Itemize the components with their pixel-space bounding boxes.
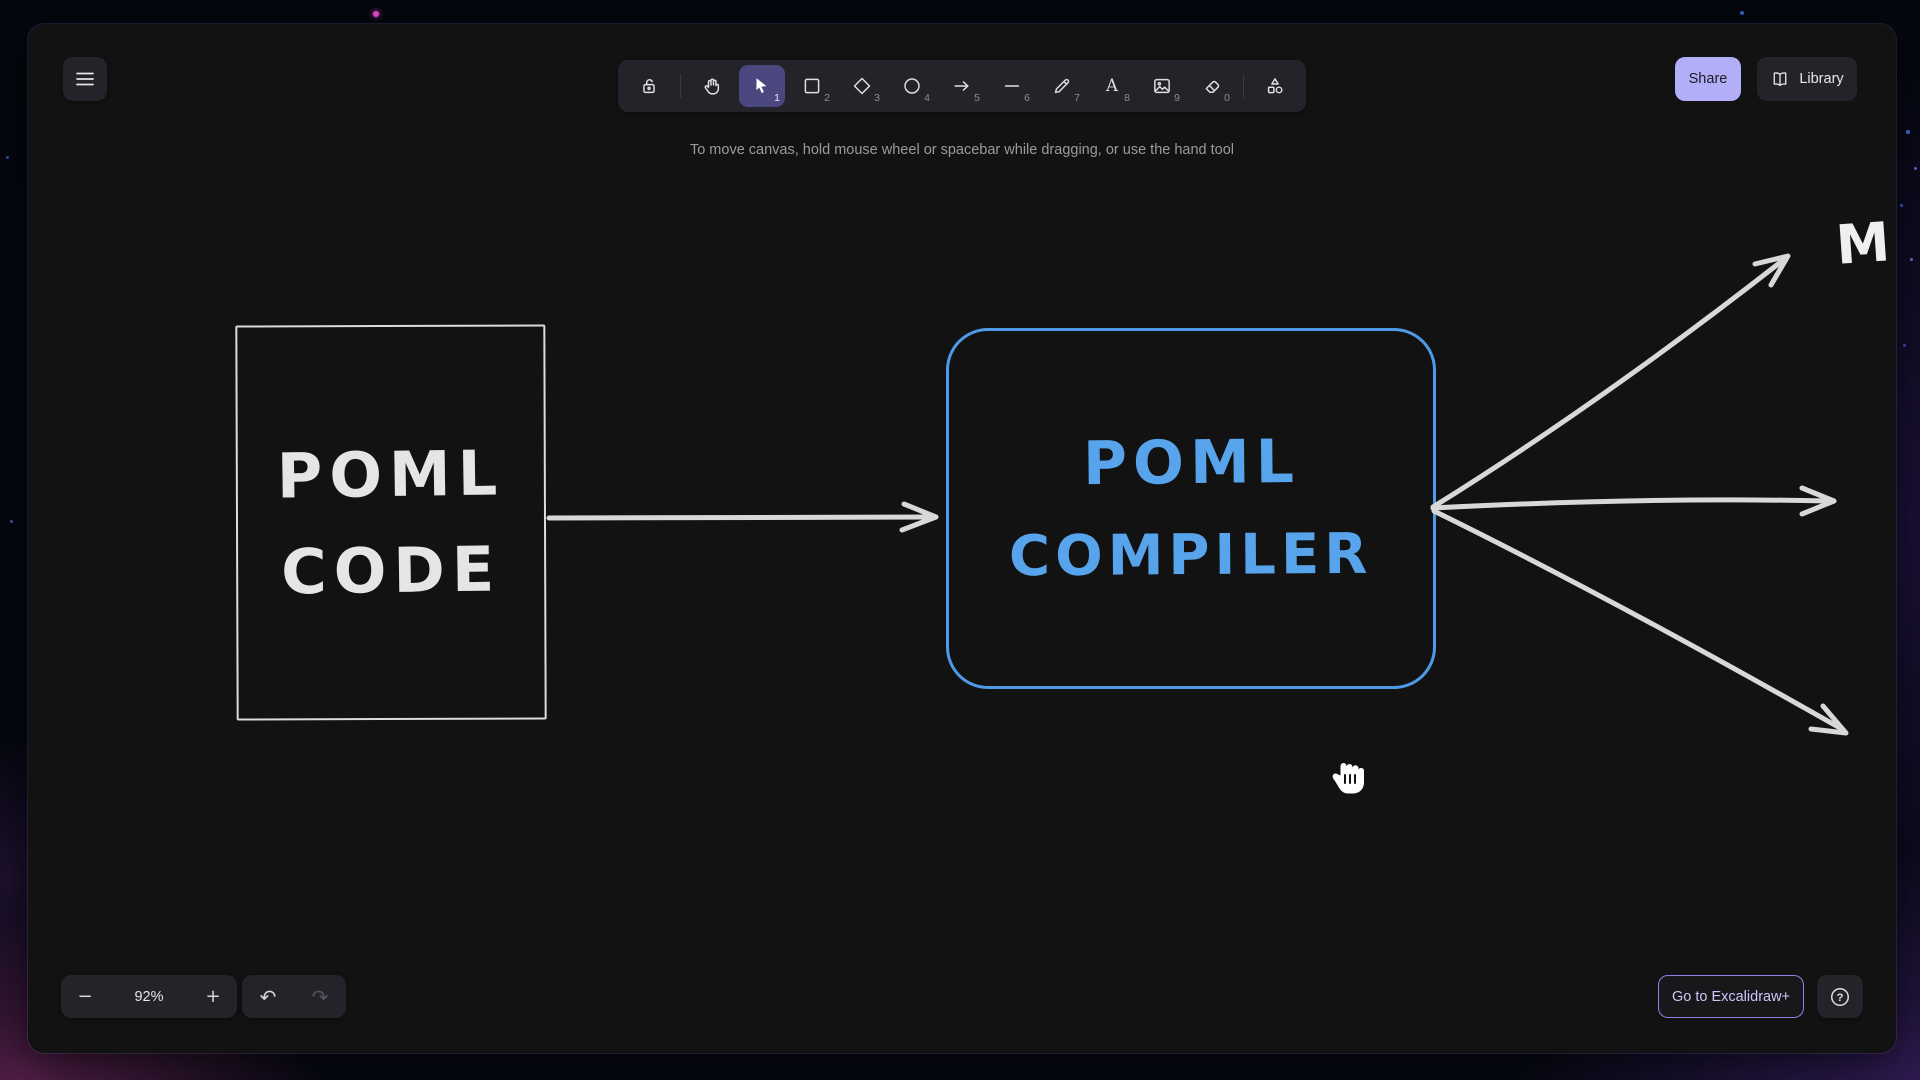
shapes-icon xyxy=(1267,78,1283,94)
tool-arrow[interactable]: 5 xyxy=(939,65,985,107)
tool-shortcut: 4 xyxy=(924,92,930,104)
tool-more-shapes[interactable] xyxy=(1252,65,1298,107)
redo-button[interactable]: ↷ xyxy=(300,979,340,1015)
toolbar-divider xyxy=(1243,74,1244,98)
canvas-hint: To move canvas, hold mouse wheel or spac… xyxy=(689,142,1235,158)
circle-icon xyxy=(904,78,920,94)
star-dot xyxy=(373,11,379,17)
main-menu-button[interactable] xyxy=(63,57,107,101)
svg-text:?: ? xyxy=(1837,991,1844,1003)
poml-code-text-line2: CODE xyxy=(280,531,502,609)
toolbar-divider xyxy=(680,74,681,98)
tool-rectangle[interactable]: 2 xyxy=(789,65,835,107)
poml-compiler-text-line2: COMPILER xyxy=(1009,521,1373,589)
poml-compiler-text-line1: POML xyxy=(1082,426,1300,499)
book-icon xyxy=(1773,72,1787,86)
star-dot xyxy=(1903,344,1906,347)
question-icon: ? xyxy=(1831,987,1849,1006)
arrow-icon xyxy=(954,81,969,91)
cursor-icon xyxy=(756,78,767,93)
pencil-icon xyxy=(1054,78,1070,94)
tool-shortcut: 7 xyxy=(1074,92,1080,104)
tool-shortcut: 8 xyxy=(1124,92,1130,104)
zoom-out-button[interactable]: − xyxy=(67,979,103,1015)
square-icon xyxy=(804,78,820,94)
output-label-m[interactable]: M xyxy=(1833,210,1892,277)
tool-lock[interactable] xyxy=(626,65,672,107)
eraser-icon xyxy=(1205,80,1220,93)
poml-compiler-box[interactable]: POML COMPILER xyxy=(946,328,1436,689)
zoom-level[interactable]: 92% xyxy=(134,988,164,1005)
tool-shortcut: 0 xyxy=(1224,92,1230,104)
hamburger-icon xyxy=(76,72,94,86)
tool-text[interactable]: A 8 xyxy=(1089,65,1135,107)
library-button[interactable]: Library xyxy=(1757,57,1857,101)
star-dot xyxy=(1906,130,1910,134)
star-dot xyxy=(6,156,9,159)
tool-line[interactable]: 6 xyxy=(989,65,1035,107)
line-icon xyxy=(1004,85,1020,87)
star-dot xyxy=(1910,258,1913,261)
star-dot xyxy=(1914,167,1917,170)
tool-hand[interactable] xyxy=(689,65,735,107)
text-icon: A xyxy=(1105,76,1119,95)
arrow-code-to-compiler xyxy=(546,501,939,533)
tool-shortcut: 1 xyxy=(774,92,780,104)
tool-selection[interactable]: 1 xyxy=(739,65,785,107)
star-dot xyxy=(1740,11,1744,15)
go-to-excalidraw-plus-button[interactable]: Go to Excalidraw+ xyxy=(1658,975,1804,1018)
excalidraw-window: 1 2 3 4 xyxy=(28,24,1896,1053)
tool-ellipse[interactable]: 4 xyxy=(889,65,935,107)
tool-shortcut: 9 xyxy=(1174,92,1180,104)
library-label: Library xyxy=(1799,71,1844,87)
star-dot xyxy=(1900,204,1903,207)
history-controls: ↶ ↷ xyxy=(242,975,346,1018)
arrow-fan-middle xyxy=(1430,485,1837,517)
tool-image[interactable]: 9 xyxy=(1139,65,1185,107)
toolbar: 1 2 3 4 xyxy=(618,60,1306,112)
arrow-fan-up xyxy=(1430,253,1791,510)
help-button[interactable]: ? xyxy=(1817,975,1863,1018)
diamond-icon xyxy=(853,77,871,95)
undo-button[interactable]: ↶ xyxy=(248,979,288,1015)
share-button[interactable]: Share xyxy=(1675,57,1741,101)
tool-shortcut: 2 xyxy=(824,92,830,104)
unlock-icon xyxy=(643,79,655,94)
tool-shortcut: 5 xyxy=(974,92,980,104)
tool-shortcut: 3 xyxy=(874,92,880,104)
tool-eraser[interactable]: 0 xyxy=(1189,65,1235,107)
svg-text:A: A xyxy=(1105,76,1119,95)
tool-shortcut: 6 xyxy=(1024,92,1030,104)
image-icon xyxy=(1154,78,1170,94)
zoom-controls: − 92% + xyxy=(61,975,237,1018)
star-dot xyxy=(10,520,13,523)
poml-code-box[interactable]: POML CODE xyxy=(235,324,547,721)
tool-diamond[interactable]: 3 xyxy=(839,65,885,107)
grab-hand-cursor xyxy=(1332,763,1364,794)
poml-code-text-line1: POML xyxy=(276,435,505,513)
hand-icon xyxy=(704,78,720,95)
tool-draw[interactable]: 7 xyxy=(1039,65,1085,107)
arrow-fan-down xyxy=(1431,508,1849,736)
zoom-in-button[interactable]: + xyxy=(195,979,231,1015)
